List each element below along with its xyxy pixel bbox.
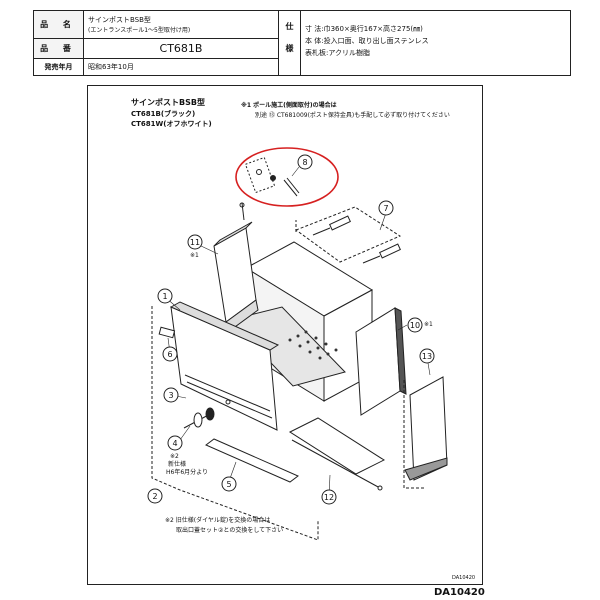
footer-doc-code: DA10420 bbox=[434, 587, 485, 598]
svg-text:4: 4 bbox=[172, 439, 177, 448]
svg-text:10: 10 bbox=[410, 321, 420, 330]
product-name-cell: サインポストBSB型 (エントランスポール1～5型取付け用) bbox=[84, 11, 279, 39]
note2-line2: 新仕様 bbox=[168, 461, 187, 468]
screws-part-8 bbox=[244, 156, 300, 197]
svg-text:8: 8 bbox=[302, 158, 307, 167]
svg-text:5: 5 bbox=[226, 480, 231, 489]
svg-text:1: 1 bbox=[162, 292, 167, 301]
spec-size: 寸 法:巾360×奥行167×高さ275(㎜) bbox=[305, 25, 423, 33]
note3-line1: ※2 旧仕様(ダイヤル錠)を交換の場合は bbox=[165, 517, 271, 524]
perforated-plate bbox=[288, 330, 338, 360]
side-panel-part-10 bbox=[355, 307, 407, 416]
svg-text:6: 6 bbox=[167, 350, 172, 359]
dashed-group-part-2 bbox=[151, 306, 319, 541]
callout-4: 4 bbox=[167, 435, 183, 451]
screw-top-left bbox=[239, 202, 245, 221]
side-plate-part-11 bbox=[213, 221, 259, 333]
spec-label: 仕様 bbox=[285, 21, 294, 66]
drawing-frame bbox=[87, 85, 483, 585]
spec-header-table: 品 名 サインポストBSB型 (エントランスポール1～5型取付け用) 品 番 C… bbox=[33, 10, 571, 76]
svg-text:12: 12 bbox=[324, 493, 334, 502]
callout-8: 8 bbox=[297, 154, 313, 170]
bracket-part-13 bbox=[404, 376, 448, 481]
callout-11: 11 bbox=[187, 234, 203, 250]
callout-3: 3 bbox=[163, 387, 179, 403]
model-white: CT681W(オフホワイト) bbox=[131, 120, 212, 128]
callout-7: 7 bbox=[378, 200, 394, 216]
box-body bbox=[229, 241, 373, 402]
product-name-line1: サインポストBSB型 bbox=[88, 16, 151, 24]
svg-text:13: 13 bbox=[422, 352, 432, 361]
mark-star1-a: ※1 bbox=[190, 252, 199, 259]
small-doc-code: DA10420 bbox=[452, 575, 476, 581]
callout-13: 13 bbox=[419, 348, 435, 364]
callout-6: 6 bbox=[162, 346, 178, 362]
product-code-label: 品 番 bbox=[34, 39, 84, 59]
dashed-group-part-13 bbox=[403, 380, 426, 489]
release-label: 発売年月 bbox=[34, 59, 84, 76]
pins-part-7 bbox=[294, 206, 402, 264]
highlight-oval bbox=[235, 147, 339, 207]
product-name-line2: (エントランスポール1～5型取付け用) bbox=[88, 27, 191, 34]
svg-text:7: 7 bbox=[383, 204, 388, 213]
callout-10: 10 bbox=[407, 317, 423, 333]
callout-2: 2 bbox=[147, 488, 163, 504]
callout-12: 12 bbox=[321, 489, 337, 505]
product-code-cell: CT681B bbox=[84, 39, 279, 59]
svg-text:2: 2 bbox=[152, 492, 157, 501]
svg-text:11: 11 bbox=[190, 238, 200, 247]
tray-part-12 bbox=[288, 417, 386, 491]
spec-label-cell: 仕様 bbox=[279, 11, 301, 76]
note1-line1: ※1 ポール施工(側面取付)の場合は bbox=[241, 102, 337, 109]
release-date: 昭和63年10月 bbox=[84, 59, 279, 76]
bar-part-5 bbox=[205, 438, 299, 483]
label-tab-part-6 bbox=[158, 326, 176, 339]
spec-body: 本 体:投入口面、取り出し面ステンレス bbox=[305, 37, 429, 45]
spec-lines: 寸 法:巾360×奥行167×高さ275(㎜) 本 体:投入口面、取り出し面ステ… bbox=[305, 23, 429, 59]
lock-part-4 bbox=[183, 407, 215, 429]
product-code: CT681B bbox=[159, 42, 203, 55]
note2-line1: ※2 bbox=[170, 453, 179, 460]
mark-star1-b: ※1 bbox=[424, 321, 433, 328]
front-door-part-1 bbox=[169, 301, 280, 431]
note2-line3: H6年6月分より bbox=[166, 469, 209, 476]
product-name-label: 品 名 bbox=[34, 11, 84, 39]
spec-display: 表札板:アクリル樹脂 bbox=[305, 49, 371, 57]
callout-5: 5 bbox=[221, 476, 237, 492]
note1-line2: 別途 ⑬ CT681009(ポスト保持金具)も手配して必ず取り付けてください bbox=[255, 112, 450, 119]
model-black: CT681B(ブラック) bbox=[131, 110, 196, 118]
part-callouts: 8 7 11 1 10 13 6 3 4 5 12 2 bbox=[147, 154, 435, 505]
svg-text:3: 3 bbox=[168, 391, 173, 400]
callout-1: 1 bbox=[157, 288, 173, 304]
note3-line2: 取出口蓋セット②との交換をして下さい bbox=[176, 527, 284, 534]
drawing-title: サインポストBSB型 bbox=[131, 98, 205, 107]
